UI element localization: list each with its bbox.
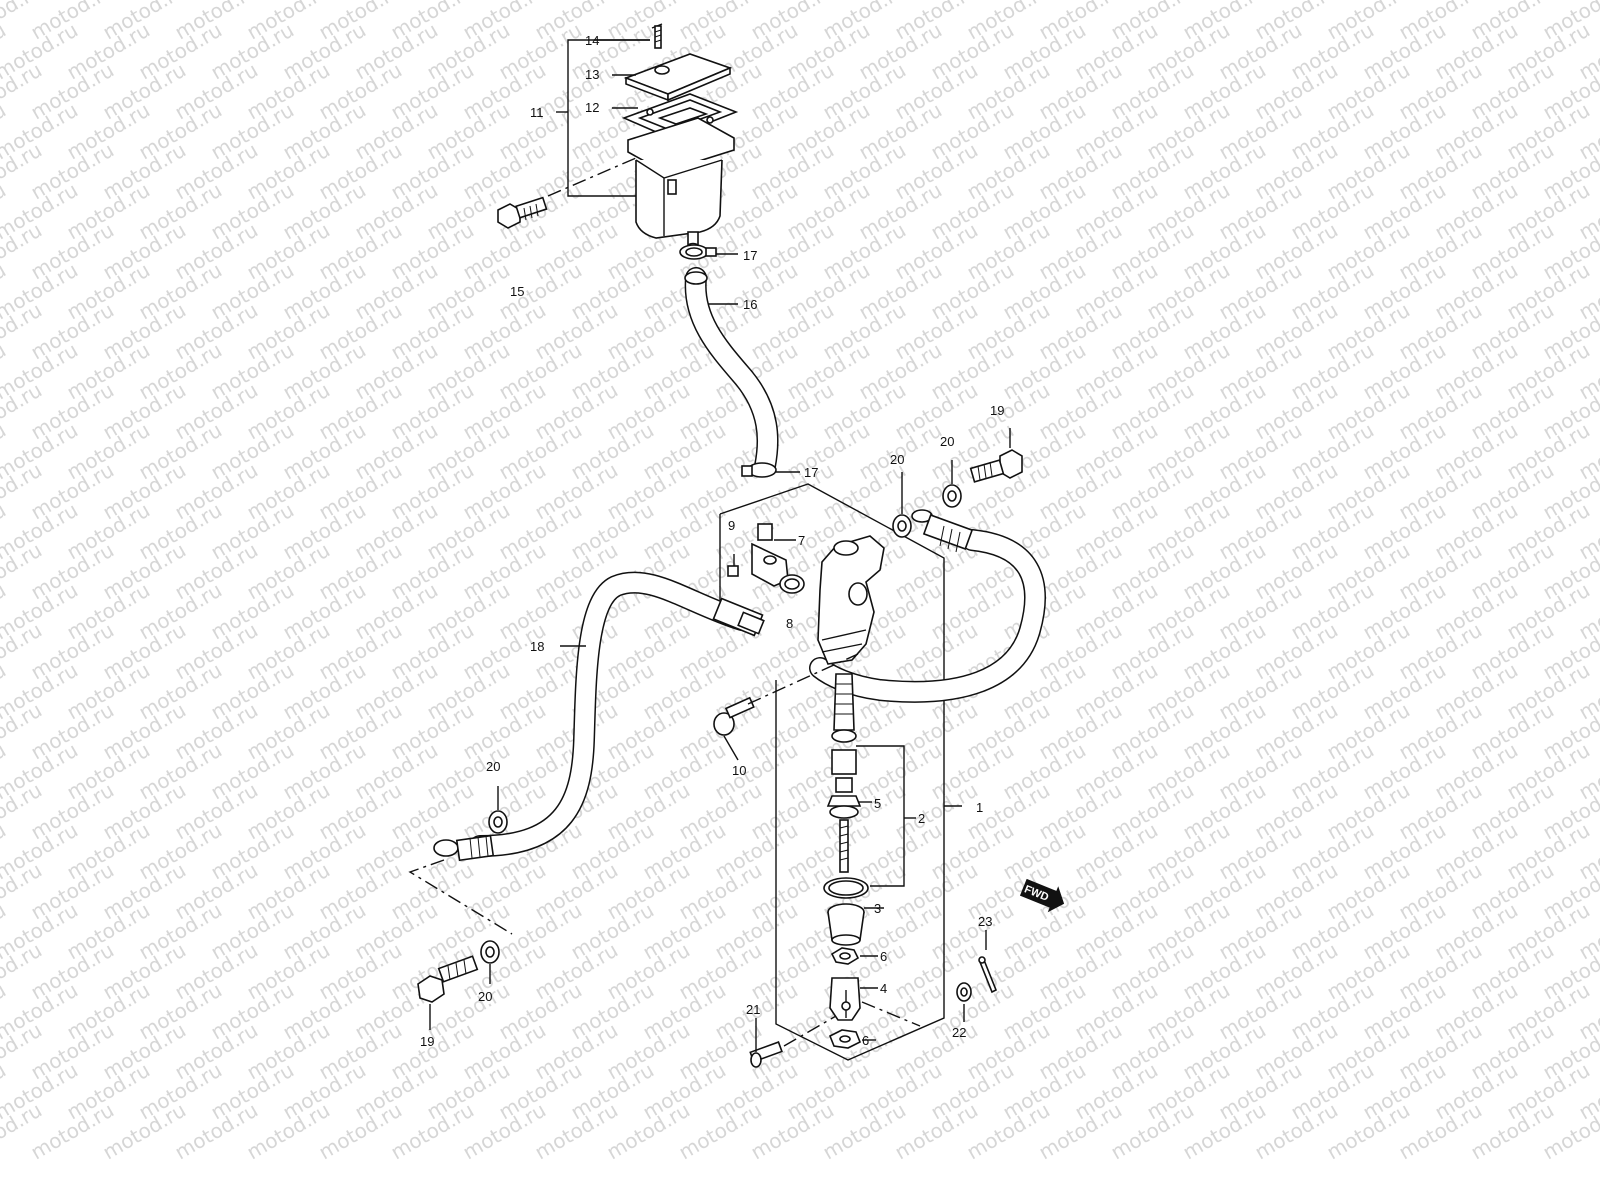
- washer-20-b: [892, 472, 912, 538]
- callout-20-d: 20: [478, 989, 492, 1004]
- callout-17-bottom: 17: [804, 465, 818, 480]
- hose-clamp-17-bottom: [741, 462, 800, 478]
- callout-23: 23: [978, 914, 992, 929]
- callout-2: 2: [918, 811, 925, 826]
- callout-10: 10: [732, 763, 746, 778]
- callout-15: 15: [510, 284, 524, 299]
- watermark-text: motod.ru: [1575, 0, 1600, 4]
- callout-6-upper: 6: [880, 949, 887, 964]
- callout-8: 8: [786, 616, 793, 631]
- callout-16: 16: [743, 297, 757, 312]
- clevis-4: [829, 977, 861, 1021]
- callout-9: 9: [728, 518, 735, 533]
- bolt-9: [727, 554, 739, 577]
- callout-18: 18: [530, 639, 544, 654]
- cotter-pin-23: [978, 930, 998, 994]
- hose-clamp-17-top: [679, 244, 738, 260]
- pin-21: [749, 1018, 783, 1068]
- hose-right: [809, 529, 1047, 703]
- callout-22: 22: [952, 1025, 966, 1040]
- callout-17-top: 17: [743, 248, 757, 263]
- callout-21: 21: [746, 1002, 760, 1017]
- washer-20-c: [488, 786, 508, 834]
- callout-19-left: 19: [420, 1034, 434, 1049]
- washer-20-d: [480, 940, 500, 984]
- push-rod-2: [826, 749, 862, 873]
- callout-14: 14: [585, 33, 599, 48]
- reservoir-assembly: [497, 23, 739, 250]
- banjo-bolt-19-right: [969, 428, 1023, 483]
- washer-20-a: [942, 460, 962, 508]
- callout-7: 7: [798, 533, 805, 548]
- assembly-frame-1: [719, 483, 945, 1061]
- fwd-direction-badge: FWD: [1019, 878, 1065, 913]
- bolt-10: [713, 696, 755, 761]
- hose-18: [469, 571, 753, 857]
- callout-1: 1: [976, 800, 983, 815]
- circlip-3: [823, 877, 869, 899]
- banjo-fitting-left: [433, 834, 495, 862]
- callout-11: 11: [530, 105, 544, 120]
- banjo-bolt-19-left: [417, 955, 479, 1030]
- callout-labels: 14 13 12 11 15 17 16 17 19 20 20 9 7 8 1…: [420, 33, 1004, 1049]
- washer-22: [956, 982, 972, 1022]
- dust-boot: [831, 673, 857, 743]
- nut-6-lower: [828, 1029, 862, 1049]
- banjo-fitting-right: [911, 509, 974, 553]
- callout-4: 4: [880, 981, 887, 996]
- o-ring-8: [779, 574, 805, 594]
- callout-20-b: 20: [890, 452, 904, 467]
- reservoir-body: [627, 117, 735, 250]
- callout-19-right: 19: [990, 403, 1004, 418]
- hose-fitting: [712, 597, 765, 637]
- nut-6-upper: [830, 947, 860, 965]
- callout-3: 3: [874, 901, 881, 916]
- inlet-joint-7: [751, 523, 796, 587]
- callout-5: 5: [874, 796, 881, 811]
- callout-20-a: 20: [940, 434, 954, 449]
- screw-14: [651, 23, 663, 49]
- seal-cup: [827, 903, 865, 946]
- hose-16: [684, 267, 779, 477]
- callout-12: 12: [585, 100, 599, 115]
- callout-6-lower: 6: [862, 1033, 869, 1048]
- bolt-15: [497, 196, 548, 229]
- callout-20-c: 20: [486, 759, 500, 774]
- callout-13: 13: [585, 67, 599, 82]
- master-cylinder-body: [817, 535, 885, 665]
